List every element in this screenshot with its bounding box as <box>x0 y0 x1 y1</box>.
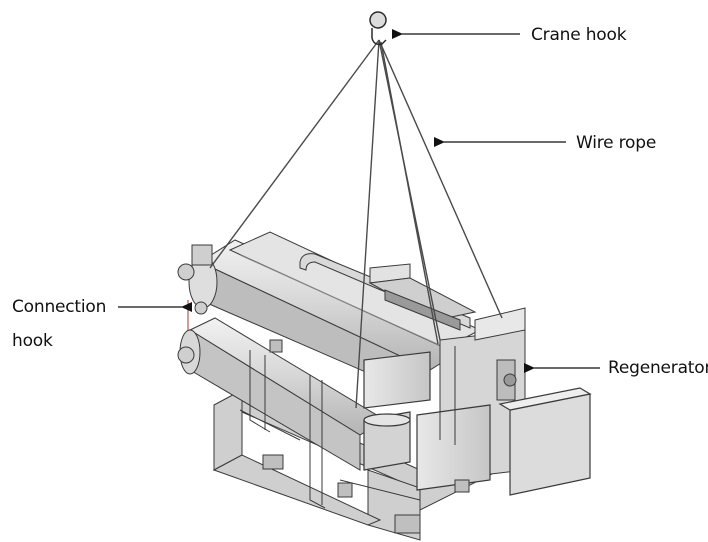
wire-ropes <box>209 39 503 409</box>
connection-hook-label-line1: Connection <box>12 297 107 317</box>
connection-hook-label-line2: hook <box>12 331 53 351</box>
crane-hook <box>369 11 387 46</box>
left-flanges <box>177 244 213 364</box>
fittings <box>262 339 470 534</box>
annotation-arrows <box>118 29 600 373</box>
pipework <box>239 345 456 509</box>
top-box <box>368 263 477 331</box>
regenerator-label: Regenerator <box>608 358 708 378</box>
control-panels <box>363 351 592 496</box>
wire-rope-label: Wire rope <box>576 133 657 153</box>
crane-hook-label: Crane hook <box>531 25 627 45</box>
